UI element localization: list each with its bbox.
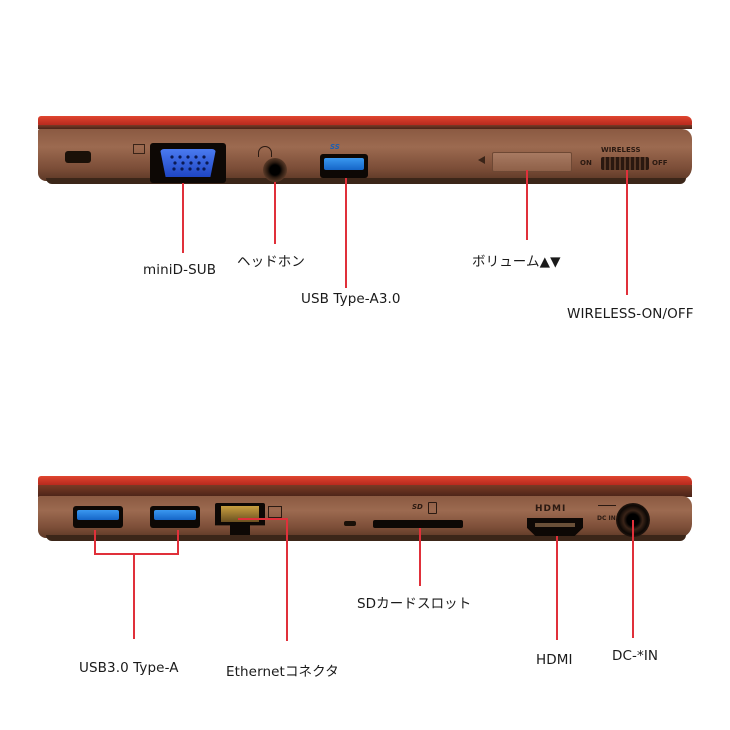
callout-line-usb xyxy=(345,178,347,288)
lid-seam xyxy=(38,125,692,129)
sd-card-icon xyxy=(428,502,437,514)
laptop-base-2 xyxy=(38,496,692,538)
wireless-on-label: ON xyxy=(580,159,592,167)
callout-line-sd xyxy=(419,528,421,586)
label-volume: ボリューム▲▼ xyxy=(472,254,561,270)
volume-speaker-icon xyxy=(478,156,485,164)
security-lock-slot xyxy=(65,151,91,163)
label-sd-slot: SDカードスロット xyxy=(357,596,472,612)
callout-line-dc-in xyxy=(632,520,634,638)
usb30-port-1[interactable] xyxy=(73,506,123,528)
usb-port-tongue xyxy=(324,158,364,170)
callout-line-usb-stem xyxy=(133,553,135,639)
usb30-port-2[interactable] xyxy=(150,506,200,528)
usb-type-a-port[interactable] xyxy=(320,154,368,178)
dc-in-text: DC IN 19V xyxy=(597,515,631,522)
indicator-led xyxy=(344,521,356,526)
lid-top-edge-2 xyxy=(38,476,692,486)
wireless-switch[interactable] xyxy=(601,157,649,170)
callout-line-wireless xyxy=(626,170,628,295)
lid-seam-2 xyxy=(38,485,692,497)
label-headphone: ヘッドホン xyxy=(237,254,305,270)
wireless-title-label: WIRELESS xyxy=(601,146,641,154)
callout-line-volume xyxy=(526,170,528,240)
usb-port-tongue xyxy=(154,510,196,520)
hdmi-contacts xyxy=(535,523,575,527)
label-usb30: USB3.0 Type-A xyxy=(79,660,179,676)
laptop-base-foot xyxy=(46,178,686,184)
callout-line-usb-2 xyxy=(177,530,179,554)
label-minid-sub: miniD-SUB xyxy=(143,262,217,278)
label-wireless: WIRELESS-ON/OFF xyxy=(567,306,694,322)
volume-rocker[interactable] xyxy=(492,152,572,172)
dc-polarity-icon xyxy=(598,505,616,512)
headphone-icon xyxy=(258,146,272,157)
callout-line-ethernet-h xyxy=(238,518,288,520)
callout-line-ethernet xyxy=(286,518,288,641)
network-icon xyxy=(268,506,282,518)
callout-line-usb-1 xyxy=(94,530,96,554)
sd-logo: SD xyxy=(412,503,423,511)
label-ethernet: Ethernetコネクタ xyxy=(226,664,339,680)
minid-sub-connector xyxy=(160,149,216,177)
label-usb-type-a: USB Type-A3.0 xyxy=(301,291,401,307)
vga-pins-icon xyxy=(170,155,209,171)
hdmi-logo: HDMI xyxy=(535,504,567,514)
callout-line-minid-sub xyxy=(182,183,184,253)
sd-card-slot[interactable] xyxy=(373,520,463,528)
hdmi-port[interactable] xyxy=(527,518,583,536)
vga-icon xyxy=(133,144,145,154)
lid-top-edge xyxy=(38,116,692,126)
callout-line-hdmi xyxy=(556,536,558,640)
headphone-jack[interactable] xyxy=(263,158,287,182)
label-dc-in: DC-*IN xyxy=(612,648,659,664)
label-hdmi: HDMI xyxy=(536,652,573,668)
laptop-base-foot-2 xyxy=(46,535,686,541)
callout-line-headphone xyxy=(274,182,276,244)
wireless-off-label: OFF xyxy=(652,159,668,167)
usb-ss-logo: SS xyxy=(330,143,340,151)
usb-port-tongue xyxy=(77,510,119,520)
callout-line-usb-bracket xyxy=(94,553,179,555)
